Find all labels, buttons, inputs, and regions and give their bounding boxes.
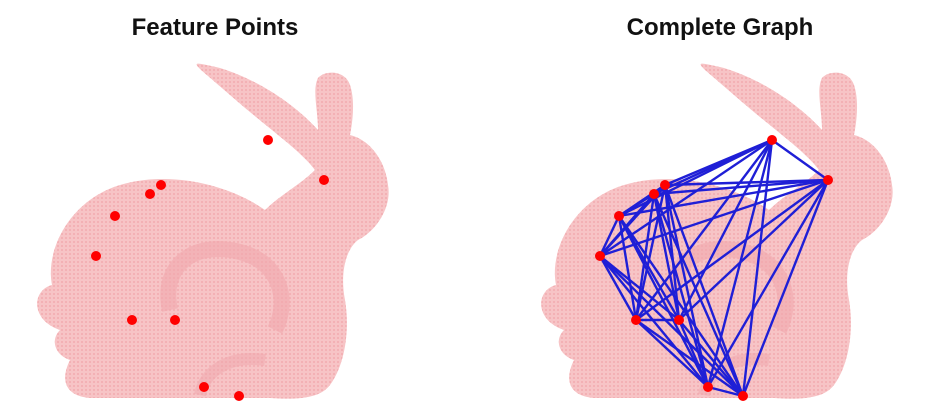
feature-point <box>660 180 670 190</box>
graph-edge <box>677 138 774 322</box>
feature-point <box>631 315 641 325</box>
feature-point <box>614 211 624 221</box>
graph-edge <box>634 192 656 322</box>
graph-edge <box>598 254 710 389</box>
graph-edge <box>598 192 656 258</box>
graph-edge <box>741 178 830 398</box>
graph-edge <box>663 178 830 187</box>
feature-point <box>234 391 244 401</box>
panel-title-complete-graph: Complete Graph <box>626 14 814 41</box>
graph-edge <box>598 254 638 322</box>
feature-point <box>127 315 137 325</box>
graph-edge <box>663 183 681 322</box>
feature-point <box>738 391 748 401</box>
feature-point <box>703 382 713 392</box>
feature-point <box>156 180 166 190</box>
feature-point <box>170 315 180 325</box>
graph-edge <box>634 318 745 398</box>
feature-point <box>110 211 120 221</box>
feature-points-left <box>91 135 329 401</box>
graph-edge <box>617 214 638 322</box>
graph-edge <box>677 318 710 389</box>
graph-edge <box>706 385 745 398</box>
graph-edge <box>598 254 681 322</box>
graph-edge <box>598 214 621 258</box>
graph-edge <box>634 318 710 389</box>
graph-edge <box>617 178 830 218</box>
feature-point <box>91 251 101 261</box>
graph-edge <box>617 192 656 218</box>
graph-edge <box>770 138 830 182</box>
graph-edge <box>677 318 745 398</box>
complete-graph-edges <box>598 138 830 398</box>
feature-point <box>767 135 777 145</box>
feature-point <box>263 135 273 145</box>
graph-edge <box>598 254 745 398</box>
graph-edge <box>663 183 745 398</box>
graph-edge <box>617 214 710 389</box>
feature-point <box>595 251 605 261</box>
feature-point <box>145 189 155 199</box>
graph-edge <box>652 192 745 398</box>
graph-edge <box>652 178 830 196</box>
graph-edge <box>634 178 830 322</box>
feature-point <box>319 175 329 185</box>
feature-point <box>823 175 833 185</box>
feature-point <box>674 315 684 325</box>
graph-edge <box>677 178 830 322</box>
feature-point <box>199 382 209 392</box>
graph-edge <box>617 214 745 398</box>
graph-edge <box>652 192 710 389</box>
feature-points-right <box>595 135 833 401</box>
panel-title-feature-points: Feature Points <box>131 14 299 41</box>
bunny-silhouette-left <box>37 63 389 399</box>
feature-point <box>649 189 659 199</box>
